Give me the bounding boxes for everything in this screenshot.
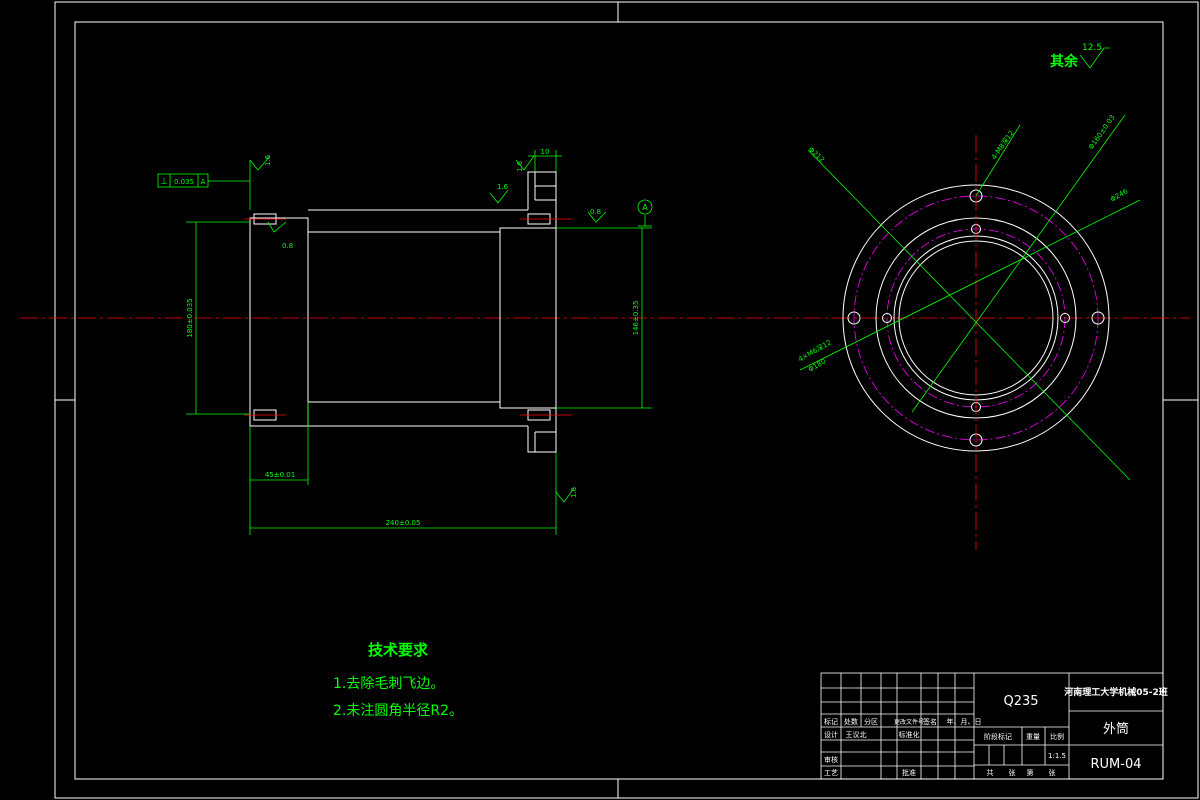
dim-height-right: 146±0.35: [632, 301, 640, 336]
circle-label-phi212: Φ212: [807, 146, 826, 165]
roughness-top-right: 1.6: [516, 160, 524, 172]
title-header-zone: 分区: [864, 717, 878, 726]
roughness-step: 1.6: [497, 183, 509, 191]
roughness-mid-right: 0.8: [590, 208, 601, 216]
front-view: [249, 171, 557, 453]
tolerance-datum: A: [201, 178, 206, 186]
title-approve-label: 批准: [902, 768, 916, 777]
dim-flange-width: 10: [541, 148, 550, 156]
title-standard-label: 标准化: [899, 730, 920, 739]
drawing-frame: [54, 1, 1199, 799]
title-part-name: 外筒: [1103, 721, 1129, 737]
side-view-leaders: [799, 114, 1141, 481]
dim-length-total: 240±0.05: [386, 519, 421, 527]
roughness-other-value: 12.5: [1082, 43, 1102, 53]
title-weight-label: 重量: [1026, 733, 1040, 741]
title-header-count: 处数: [844, 717, 858, 726]
hole-centerlines: [244, 218, 572, 416]
tolerance-value: 0.035: [174, 178, 194, 186]
title-sheet-unit: 张: [1049, 768, 1056, 777]
circle-label-phi246: Φ246: [1109, 187, 1130, 204]
title-header-date: 年、月、日: [947, 717, 982, 726]
notes-title: 技术要求: [368, 641, 429, 659]
title-sheet-no: 第: [1027, 768, 1034, 777]
title-header-mark: 标记: [824, 717, 838, 726]
title-scale-label: 比例: [1050, 732, 1064, 741]
circle-label-m8: 4-M8深12: [989, 129, 1016, 162]
title-material: Q235: [1003, 694, 1038, 709]
title-sheet-label: 张: [1009, 768, 1016, 777]
title-check-label: 审核: [824, 755, 838, 764]
dim-height-left: 180±0.035: [186, 298, 194, 337]
title-sheet-total: 共: [987, 768, 994, 777]
title-drawing-no: RUM-04: [1091, 757, 1142, 772]
roughness-top-left: 1.6: [264, 154, 272, 166]
title-header-sign: 签名: [923, 717, 937, 726]
dim-length-short: 45±0.01: [265, 471, 295, 479]
title-designer: 王议北: [846, 731, 867, 739]
title-school: 河南理工大学机械05-2班: [1064, 686, 1168, 698]
circle-label-phi180: Φ180: [807, 357, 827, 373]
roughness-bottom-right: 1.6: [570, 486, 578, 498]
roughness-symbols: [249, 47, 1110, 503]
title-scale: 1:1.5: [1048, 752, 1066, 760]
tolerance-symbol: ⊥: [160, 177, 168, 187]
title-design-label: 设计: [824, 730, 838, 739]
title-header-docno: 更改文件号: [894, 718, 924, 726]
notes-item-2: 2.未注圆角半径R2。: [333, 703, 463, 719]
title-process-label: 工艺: [824, 769, 838, 777]
datum-label: A: [642, 203, 648, 212]
roughness-other-label: 其余: [1050, 53, 1079, 70]
notes-item-1: 1.去除毛刺飞边。: [333, 676, 444, 692]
front-dimensions: [186, 150, 652, 535]
title-block: [820, 672, 1164, 780]
title-stage-label: 阶段标记: [984, 732, 1012, 741]
tolerance-frame: ⊥ 0.035 A: [157, 173, 209, 188]
circle-label-m6: 4×M6深12: [797, 338, 833, 364]
datum-circle: [637, 199, 653, 215]
roughness-hole-left: 0.8: [282, 242, 293, 250]
